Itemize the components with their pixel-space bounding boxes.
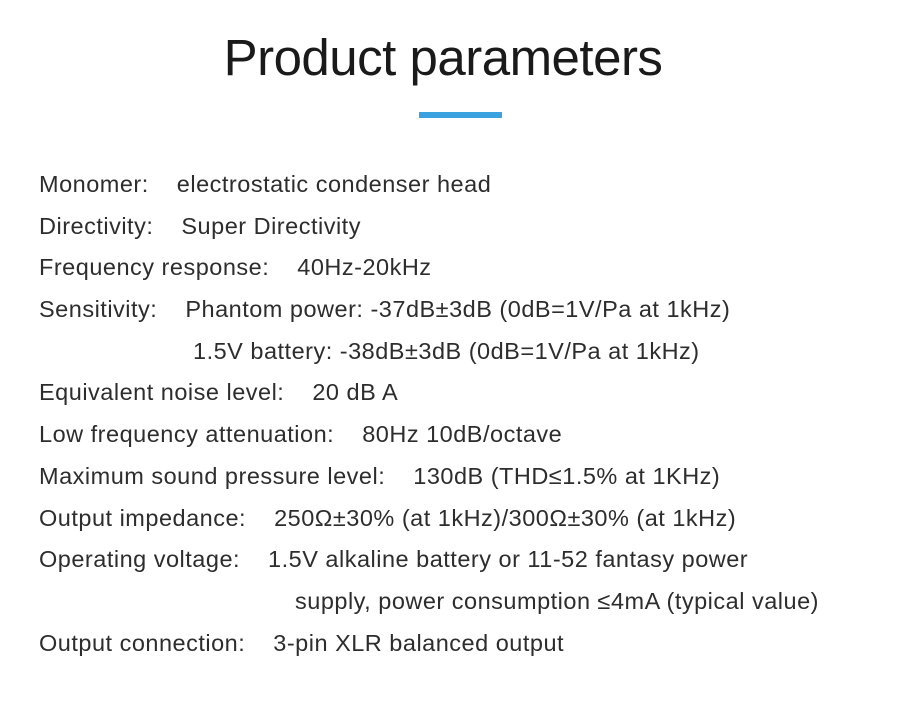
- spec-value-continuation: supply, power consumption ≤4mA (typical …: [295, 587, 819, 614]
- spec-value: 80Hz 10dB/octave: [362, 421, 563, 448]
- spec-value: Super Directivity: [181, 212, 361, 239]
- spec-row-low-frequency-attenuation: Low frequency attenuation: 80Hz 10dB/octa…: [39, 414, 889, 456]
- spec-label: Output connection:: [39, 629, 246, 656]
- spec-row-operating-voltage-cont: supply, power consumption ≤4mA (typical …: [39, 581, 889, 623]
- spec-row-sensitivity-battery: 1.5V battery: -38dB±3dB (0dB=1V/Pa at 1k…: [39, 331, 889, 373]
- spec-label: Frequency response:: [39, 254, 270, 281]
- spec-row-output-connection: Output connection: 3-pin XLR balanced out…: [39, 623, 889, 665]
- spec-label: Equivalent noise level:: [39, 379, 285, 406]
- spec-label: Low frequency attenuation:: [39, 421, 335, 448]
- page-title: Product parameters: [223, 29, 663, 86]
- spec-value: 130dB (THD≤1.5% at 1KHz): [413, 462, 721, 489]
- spec-value-continuation: 1.5V battery: -38dB±3dB (0dB=1V/Pa at 1k…: [193, 337, 700, 364]
- spec-value: electrostatic condenser head: [176, 171, 492, 197]
- spec-value: 20 dB A: [312, 379, 399, 406]
- spec-label: Maximum sound pressure level:: [39, 462, 386, 489]
- spec-value: 1.5V alkaline battery or 11-52 fantasy p…: [268, 546, 749, 573]
- spec-row-max-spl: Maximum sound pressure level: 130dB (THD≤…: [39, 456, 889, 498]
- spec-value: Phantom power: -37dB±3dB (0dB=1V/Pa at 1…: [185, 296, 731, 323]
- spec-value: 3-pin XLR balanced output: [273, 629, 565, 656]
- spec-label: Operating voltage:: [39, 546, 241, 573]
- spec-value: 250Ω±30% (at 1kHz)/300Ω±30% (at 1kHz): [274, 504, 737, 531]
- spec-label: Directivity:: [39, 212, 154, 239]
- spec-label: Output impedance:: [39, 504, 247, 531]
- spec-label: Sensitivity:: [39, 296, 158, 323]
- spec-value: 40Hz-20kHz: [297, 254, 432, 281]
- spec-row-directivity: Directivity: Super Directivity: [39, 206, 889, 248]
- spec-row-sensitivity: Sensitivity: Phantom power: -37dB±3dB (0d…: [39, 289, 889, 331]
- spec-row-noise-level: Equivalent noise level: 20 dB A: [39, 372, 889, 414]
- spec-list: Monomer: electrostatic condenser head Dir…: [39, 164, 889, 664]
- spec-row-frequency-response: Frequency response: 40Hz-20kHz: [39, 247, 889, 289]
- spec-row-output-impedance: Output impedance: 250Ω±30% (at 1kHz)/300Ω…: [39, 498, 889, 540]
- spec-row-monomer: Monomer: electrostatic condenser head: [39, 164, 889, 206]
- spec-label: Monomer:: [39, 171, 149, 197]
- spec-row-operating-voltage: Operating voltage: 1.5V alkaline battery …: [39, 539, 889, 581]
- title-underline: [419, 112, 502, 118]
